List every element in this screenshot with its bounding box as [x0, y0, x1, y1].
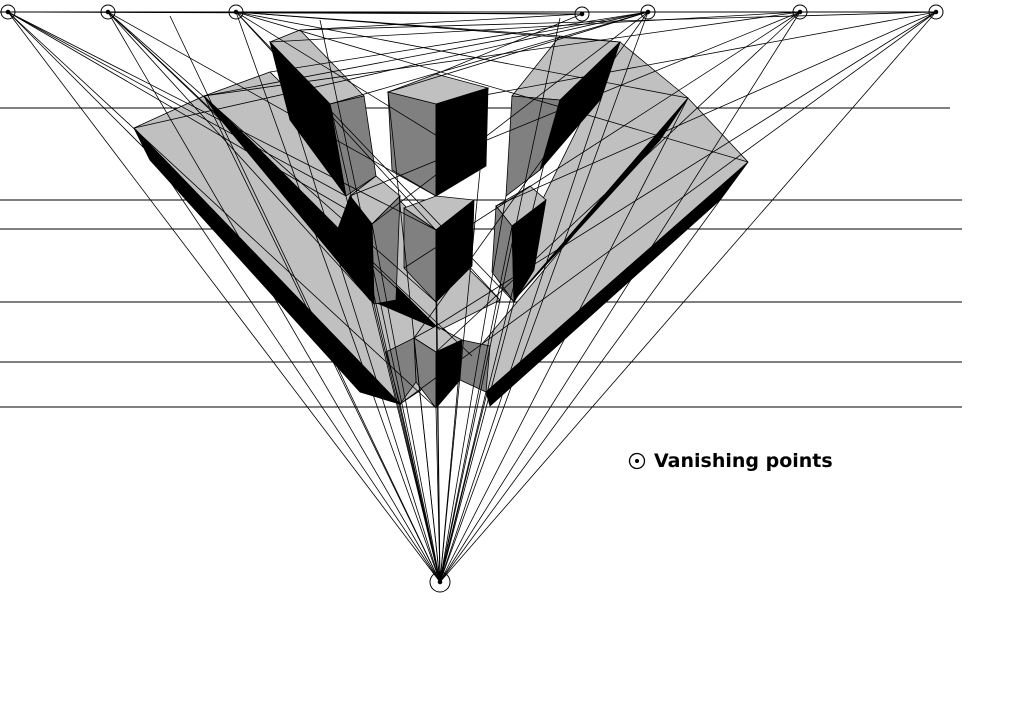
- construction-line: [269, 41, 441, 583]
- construction-line: [439, 301, 515, 583]
- legend-label: Vanishing points: [654, 450, 833, 472]
- construction-line: [399, 11, 937, 405]
- legend: Vanishing points: [628, 450, 833, 472]
- construction-line: [435, 13, 583, 75]
- construction-line: [269, 11, 801, 43]
- construction-line: [107, 11, 441, 331]
- construction-line: [435, 11, 937, 105]
- construction-line: [235, 11, 487, 167]
- block-face: [459, 339, 491, 393]
- construction-line: [439, 41, 621, 583]
- construction-line: [235, 11, 515, 303]
- construction-line: [7, 11, 583, 15]
- construction-line: [7, 11, 441, 583]
- construction-line: [235, 11, 749, 163]
- construction-line: [235, 11, 501, 301]
- construction-line: [319, 19, 441, 583]
- construction-line: [439, 195, 507, 583]
- construction-line: [203, 11, 801, 97]
- construction-line: [7, 11, 401, 405]
- construction-line: [439, 97, 689, 583]
- construction-line: [133, 127, 441, 583]
- construction-line: [439, 87, 489, 583]
- construction-line: [329, 103, 441, 583]
- construction-line: [235, 11, 689, 99]
- construction-line: [235, 11, 441, 583]
- construction-line: [439, 225, 513, 583]
- construction-line: [439, 11, 649, 583]
- construction-line: [495, 11, 937, 207]
- construction-line: [299, 13, 583, 31]
- construction-line: [107, 11, 437, 303]
- construction-line: [7, 11, 373, 225]
- construction-line: [373, 303, 441, 583]
- construction-line: [435, 301, 441, 583]
- vanishing-point-icon: [574, 6, 590, 22]
- construction-line: [107, 11, 441, 583]
- block-faces: [133, 29, 749, 410]
- construction-line: [107, 11, 375, 305]
- construction-line: [349, 11, 801, 197]
- vanishing-point-icon: [0, 4, 16, 20]
- vanishing-point-markers: [0, 4, 944, 593]
- construction-line: [439, 11, 937, 583]
- construction-line: [107, 11, 473, 357]
- construction-line: [439, 161, 749, 583]
- construction-line: [203, 95, 441, 583]
- vanishing-point-icon: [100, 4, 116, 20]
- construction-line: [329, 11, 649, 105]
- vanishing-point-icon: [928, 4, 944, 20]
- construction-line: [7, 11, 437, 409]
- vanishing-point-icon: [429, 571, 451, 593]
- construction-line: [169, 15, 441, 583]
- block-face: [511, 199, 547, 304]
- construction-line: [7, 11, 347, 197]
- construction-lines: [7, 11, 937, 583]
- construction-line: [439, 11, 801, 583]
- construction-line: [235, 11, 561, 37]
- construction-line: [435, 11, 937, 327]
- construction-line: [371, 223, 441, 583]
- vanishing-point-icon: [792, 4, 808, 20]
- construction-line: [439, 339, 463, 583]
- construction-line: [107, 11, 437, 197]
- vanishing-point-icon: [628, 452, 646, 470]
- vanishing-point-icon: [640, 4, 656, 20]
- construction-line: [413, 337, 441, 583]
- construction-line: [371, 11, 649, 225]
- construction-line: [203, 11, 649, 97]
- construction-line: [435, 11, 801, 353]
- vanishing-point-icon: [228, 4, 244, 20]
- construction-line: [299, 11, 937, 31]
- construction-line: [413, 11, 649, 339]
- construction-line: [403, 11, 801, 269]
- block-face: [435, 87, 489, 197]
